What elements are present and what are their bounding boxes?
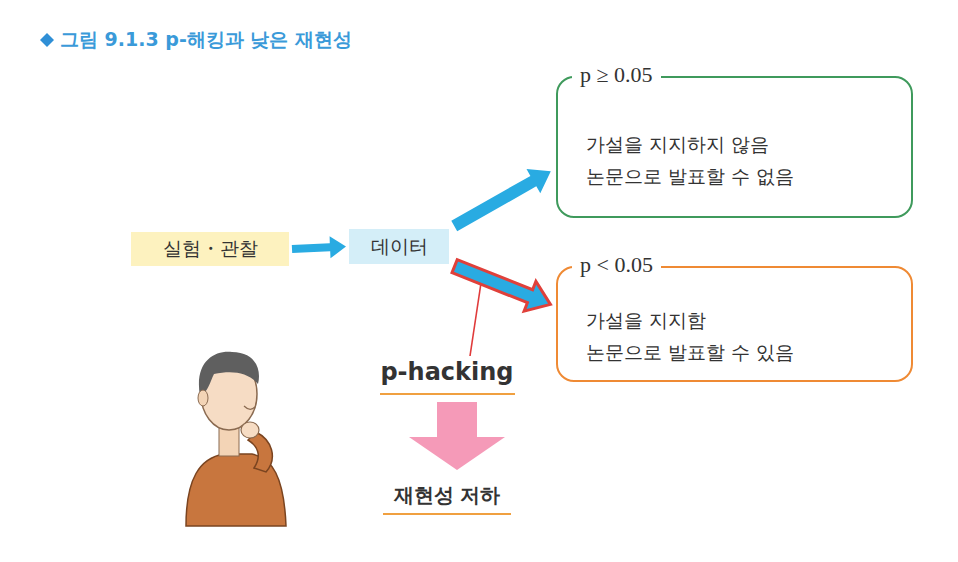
data-box: 데이터: [349, 229, 449, 264]
box-heading: p < 0.05: [572, 252, 661, 278]
box-text: 실험・관찰: [163, 236, 258, 262]
outcome-box: p ≥ 0.05가설을 지지하지 않음 논문으로 발표할 수 없음: [556, 76, 913, 218]
result-arrow: [409, 402, 505, 470]
box-body: 가설을 지지함 논문으로 발표할 수 있음: [586, 304, 794, 368]
result-label: 재현성 저하: [394, 482, 501, 509]
box-body: 가설을 지지하지 않음 논문으로 발표할 수 없음: [586, 128, 794, 192]
label-underline: [383, 513, 511, 515]
person-figure: [186, 352, 286, 526]
title-diamond: [40, 33, 54, 47]
outcome-box: p < 0.05가설을 지지함 논문으로 발표할 수 있음: [556, 266, 913, 382]
process-box: 실험・관찰: [131, 232, 289, 266]
box-heading: p ≥ 0.05: [572, 62, 661, 88]
label-underline: [380, 393, 515, 395]
figure-title: 그림 9.1.3 p-해킹과 낮은 재현성: [60, 27, 352, 53]
flow-arrow: [292, 236, 346, 258]
leader-line: [470, 283, 481, 356]
flow-arrow: [452, 260, 550, 311]
box-text: 데이터: [371, 234, 428, 260]
annotation-label: p-hacking: [380, 358, 513, 386]
flow-arrow: [451, 169, 551, 231]
